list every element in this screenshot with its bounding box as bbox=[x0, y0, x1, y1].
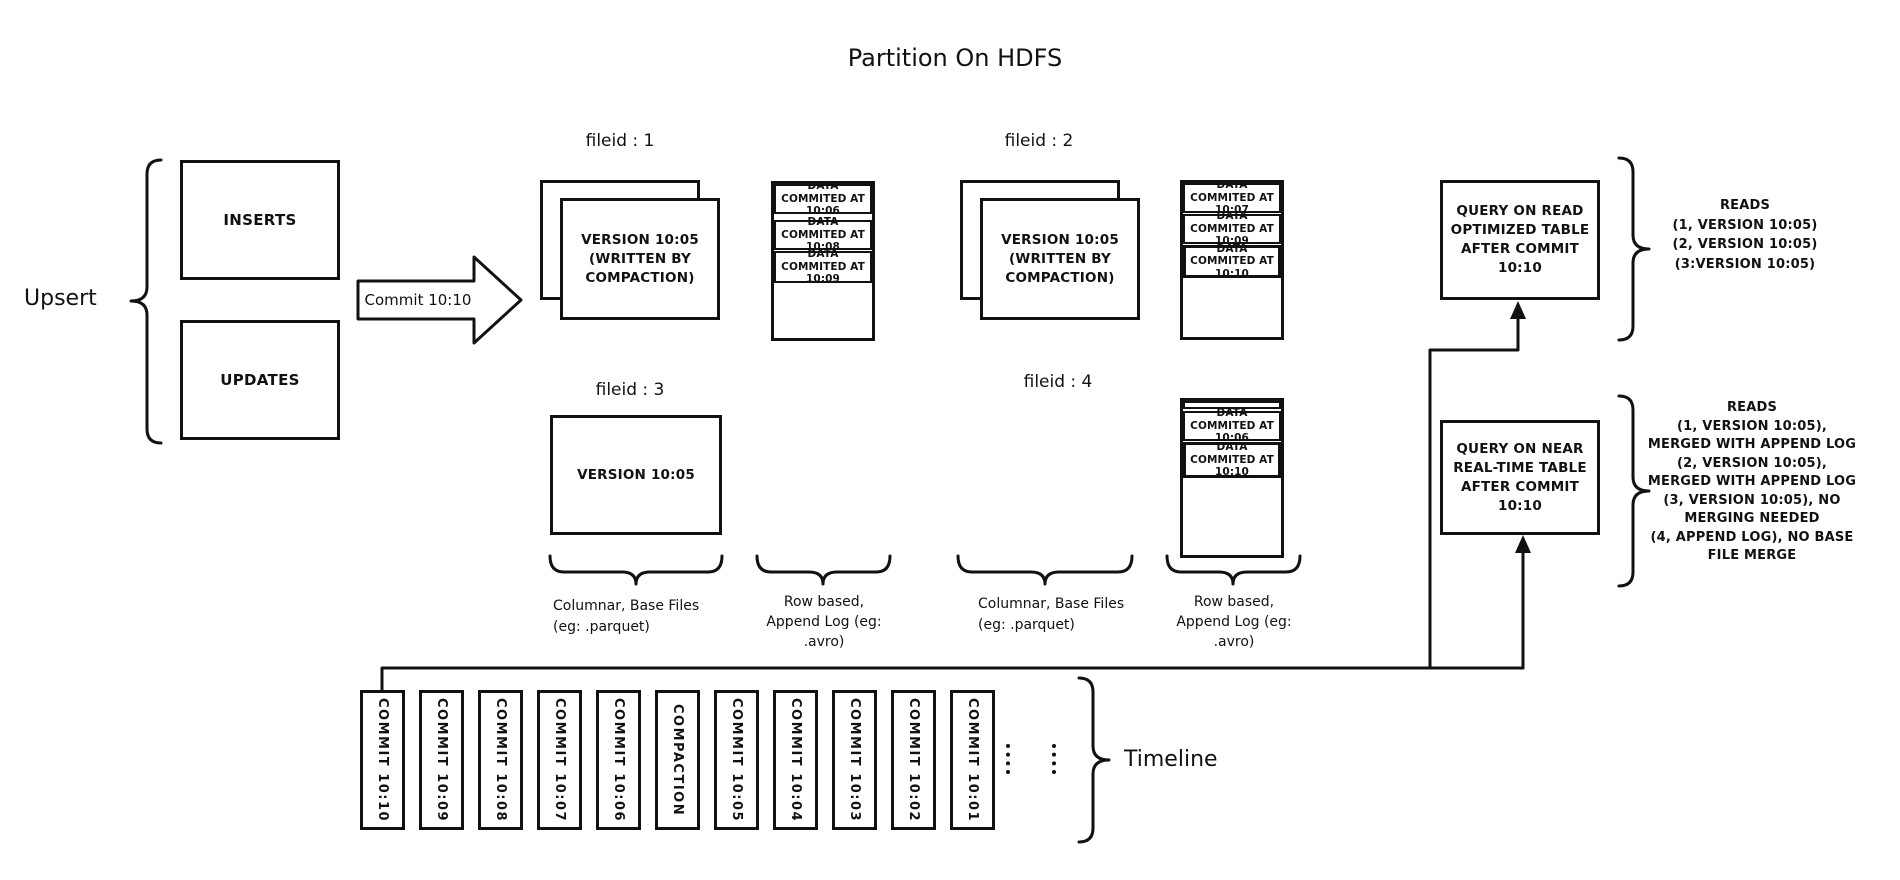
upsert-brace bbox=[129, 158, 163, 445]
timeline-entry: COMMIT 10:04 bbox=[773, 690, 818, 830]
commit-arrow bbox=[356, 255, 523, 345]
file-group-1-base-text: VERSION 10:05 (WRITTEN BY COMPACTION) bbox=[581, 231, 699, 286]
log-row: DATA COMMITED AT 10:09 bbox=[1183, 210, 1281, 247]
log-row: DATA COMMITED AT 10:06 bbox=[774, 180, 872, 217]
arrowhead-near-realtime bbox=[1515, 535, 1531, 553]
log-row: DATA COMMITED AT 10:06 bbox=[1183, 407, 1281, 444]
log-row-empty-strip bbox=[1183, 401, 1281, 409]
reads-realtime-brace bbox=[1617, 394, 1651, 588]
columnar-brace-1 bbox=[548, 554, 724, 586]
query-read-optimized-text: QUERY ON READ OPTIMIZED TABLE AFTER COMM… bbox=[1450, 203, 1590, 276]
query-read-optimized-box: QUERY ON READ OPTIMIZED TABLE AFTER COMM… bbox=[1440, 180, 1600, 300]
file-group-3-base: VERSION 10:05 bbox=[550, 415, 722, 535]
file-group-4-label: fileid : 4 bbox=[1023, 372, 1093, 392]
reads-realtime-text: READS (1, VERSION 10:05), MERGED WITH AP… bbox=[1647, 400, 1857, 563]
rowbased-brace-2 bbox=[1165, 554, 1302, 586]
updates-label: UPDATES bbox=[220, 371, 300, 389]
columnar-brace-2 bbox=[956, 554, 1134, 586]
timeline-entry: COMMIT 10:07 bbox=[537, 690, 582, 830]
file-group-3-base-text: VERSION 10:05 bbox=[577, 466, 695, 483]
upsert-label: Upsert bbox=[24, 286, 97, 311]
log-row: DATA COMMITED AT 10:10 bbox=[1183, 243, 1281, 280]
file-group-2-label: fileid : 2 bbox=[1004, 131, 1074, 151]
timeline-entry: COMMIT 10:05 bbox=[714, 690, 759, 830]
columnar-files-label-1: Columnar, Base Files (eg: .parquet) bbox=[553, 598, 700, 635]
log-file-1: DATA COMMITED AT 10:06 DATA COMMITED AT … bbox=[771, 180, 875, 341]
timeline-entry: COMMIT 10:03 bbox=[832, 690, 877, 830]
updates-box: UPDATES bbox=[180, 320, 340, 440]
timeline-ellipsis-icon bbox=[1006, 744, 1010, 774]
commit-arrow-label: Commit 10:10 bbox=[364, 291, 472, 309]
query-near-realtime-text: QUERY ON NEAR REAL-TIME TABLE AFTER COMM… bbox=[1453, 440, 1587, 514]
timeline-feed-line bbox=[380, 666, 1525, 692]
page-title: Partition On HDFS bbox=[847, 44, 1063, 72]
timeline-label: Timeline bbox=[1124, 747, 1218, 772]
reads-optimized-text: READS (1, VERSION 10:05) (2, VERSION 10:… bbox=[1672, 198, 1818, 272]
file-group-1-label: fileid : 1 bbox=[585, 131, 655, 151]
rowbased-brace-1 bbox=[755, 554, 892, 586]
log-file-2: DATA COMMITED AT 10:07 DATA COMMITED AT … bbox=[1180, 179, 1284, 340]
timeline-row: COMMIT 10:10 COMMIT 10:09 COMMIT 10:08 C… bbox=[360, 690, 995, 830]
file-group-1-base-front: VERSION 10:05 (WRITTEN BY COMPACTION) bbox=[560, 198, 720, 320]
file-group-2-base-text: VERSION 10:05 (WRITTEN BY COMPACTION) bbox=[1001, 231, 1119, 286]
log-row: DATA COMMITED AT 10:08 bbox=[774, 216, 872, 253]
timeline-ellipsis-icon bbox=[1052, 744, 1056, 774]
timeline-entry: COMMIT 10:06 bbox=[596, 690, 641, 830]
row-based-label-1: Row based, Append Log (eg: .avro) bbox=[766, 594, 882, 650]
file-group-3-label: fileid : 3 bbox=[595, 380, 665, 400]
timeline-entry: COMMIT 10:09 bbox=[419, 690, 464, 830]
log-row: DATA COMMITED AT 10:07 bbox=[1183, 179, 1281, 216]
log-row: DATA COMMITED AT 10:09 bbox=[774, 248, 872, 285]
columnar-files-label-2: Columnar, Base Files (eg: .parquet) bbox=[978, 596, 1125, 633]
inserts-label: INSERTS bbox=[223, 211, 297, 229]
timeline-entry: COMMIT 10:01 bbox=[950, 690, 995, 830]
log-row: DATA COMMITED AT 10:10 bbox=[1183, 441, 1281, 478]
timeline-entry: COMMIT 10:10 bbox=[360, 690, 405, 830]
timeline-brace bbox=[1077, 676, 1111, 844]
timeline-entry: COMMIT 10:02 bbox=[891, 690, 936, 830]
connector-read-optimized bbox=[1428, 306, 1520, 670]
log-file-3: DATA COMMITED AT 10:06 DATA COMMITED AT … bbox=[1180, 398, 1284, 558]
row-based-label-2: Row based, Append Log (eg: .avro) bbox=[1176, 594, 1292, 650]
timeline-entry: COMPACTION bbox=[655, 690, 700, 830]
arrowhead-read-optimized bbox=[1510, 301, 1526, 319]
reads-optimized-brace bbox=[1617, 156, 1651, 342]
inserts-box: INSERTS bbox=[180, 160, 340, 280]
query-near-realtime-box: QUERY ON NEAR REAL-TIME TABLE AFTER COMM… bbox=[1440, 420, 1600, 535]
file-group-2-base-front: VERSION 10:05 (WRITTEN BY COMPACTION) bbox=[980, 198, 1140, 320]
timeline-entry: COMMIT 10:08 bbox=[478, 690, 523, 830]
